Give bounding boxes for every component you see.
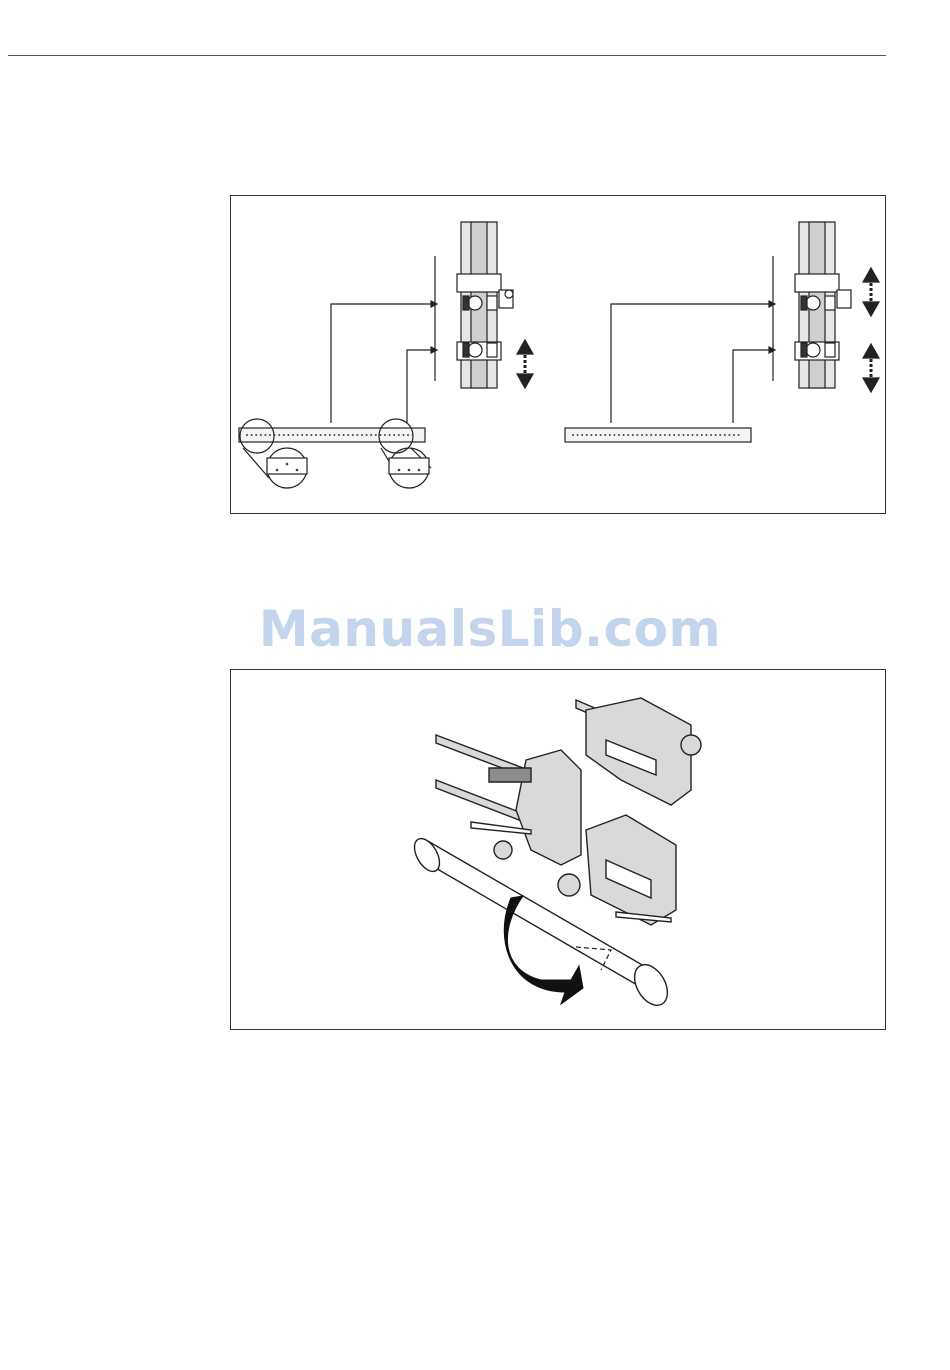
rail-hole: [278, 434, 280, 436]
rail-hole: [251, 434, 253, 436]
rail-hole: [641, 434, 643, 436]
rail-hole: [669, 434, 671, 436]
rail-hole: [738, 434, 740, 436]
rail-hole: [329, 434, 331, 436]
rail-hole: [320, 434, 322, 436]
rail-hole: [343, 434, 345, 436]
watermark: ManualsLib.com: [230, 600, 750, 658]
scale-rail-right: [565, 428, 751, 442]
clamp-mounting-figure: [230, 669, 886, 1030]
rail-hole: [412, 434, 414, 436]
rail-hole: [613, 434, 615, 436]
rail-hole: [255, 434, 257, 436]
rail-hole: [577, 434, 579, 436]
rail-hole: [402, 434, 404, 436]
rail-hole: [650, 434, 652, 436]
rail-hole: [572, 434, 574, 436]
rail-hole: [705, 434, 707, 436]
rail-hole: [687, 434, 689, 436]
sensor-alignment-figure: [230, 195, 886, 514]
rail-hole: [623, 434, 625, 436]
rail-hole: [286, 463, 289, 466]
rail-hole: [297, 434, 299, 436]
rail-hole: [728, 434, 730, 436]
rail-hole: [287, 434, 289, 436]
rail-hole: [701, 434, 703, 436]
sensor-alignment-drawing: [231, 196, 887, 515]
rail-hole: [600, 434, 602, 436]
rail-hole: [408, 469, 411, 472]
header-rule: [8, 55, 886, 56]
clamp-mounting-drawing: [231, 670, 887, 1031]
rail-hole: [352, 434, 354, 436]
rail-hole: [338, 434, 340, 436]
rail-hole: [655, 434, 657, 436]
rail-hole: [301, 434, 303, 436]
rail-hole: [260, 434, 262, 436]
rail-hole: [366, 434, 368, 436]
rail-hole: [724, 434, 726, 436]
rail-hole: [315, 434, 317, 436]
rail-hole: [276, 469, 279, 472]
rail-hole: [692, 434, 694, 436]
rail-hole: [710, 434, 712, 436]
rail-hole: [673, 434, 675, 436]
rail-hole: [361, 434, 363, 436]
rail-hole: [632, 434, 634, 436]
leader-line-lower-left: [407, 350, 431, 423]
rail-hole: [347, 434, 349, 436]
rail-hole: [379, 434, 381, 436]
rail-hole: [682, 434, 684, 436]
rail-hole: [646, 434, 648, 436]
rail-hole: [333, 434, 335, 436]
rail-hole: [283, 434, 285, 436]
rail-hole: [618, 434, 620, 436]
rail-hole: [384, 434, 386, 436]
rail-hole: [389, 434, 391, 436]
rail-hole: [274, 434, 276, 436]
leader-line-upper-left: [331, 304, 431, 423]
rail-hole: [636, 434, 638, 436]
rail-hole: [609, 434, 611, 436]
rail-hole: [324, 434, 326, 436]
rail-hole: [719, 434, 721, 436]
rail-hole: [659, 434, 661, 436]
rail-hole: [678, 434, 680, 436]
rail-hole: [715, 434, 717, 436]
rail-hole: [393, 434, 395, 436]
rail-hole: [604, 434, 606, 436]
rail-hole: [418, 469, 421, 472]
scale-rail-left: [239, 428, 425, 442]
rail-hole: [292, 434, 294, 436]
rail-hole: [306, 434, 308, 436]
rail-hole: [590, 434, 592, 436]
rail-hole: [398, 434, 400, 436]
rail-hole: [595, 434, 597, 436]
rail-hole: [375, 434, 377, 436]
rail-hole: [264, 434, 266, 436]
rail-hole: [398, 469, 401, 472]
rail-hole: [269, 434, 271, 436]
rail-hole: [581, 434, 583, 436]
rail-hole: [696, 434, 698, 436]
rail-hole: [733, 434, 735, 436]
rail-hole: [370, 434, 372, 436]
rail-hole: [356, 434, 358, 436]
rail-hole: [664, 434, 666, 436]
rail-hole: [627, 434, 629, 436]
rail-hole: [296, 469, 299, 472]
rail-hole: [407, 434, 409, 436]
rail-hole: [310, 434, 312, 436]
rail-hole: [246, 434, 248, 436]
rail-hole: [586, 434, 588, 436]
